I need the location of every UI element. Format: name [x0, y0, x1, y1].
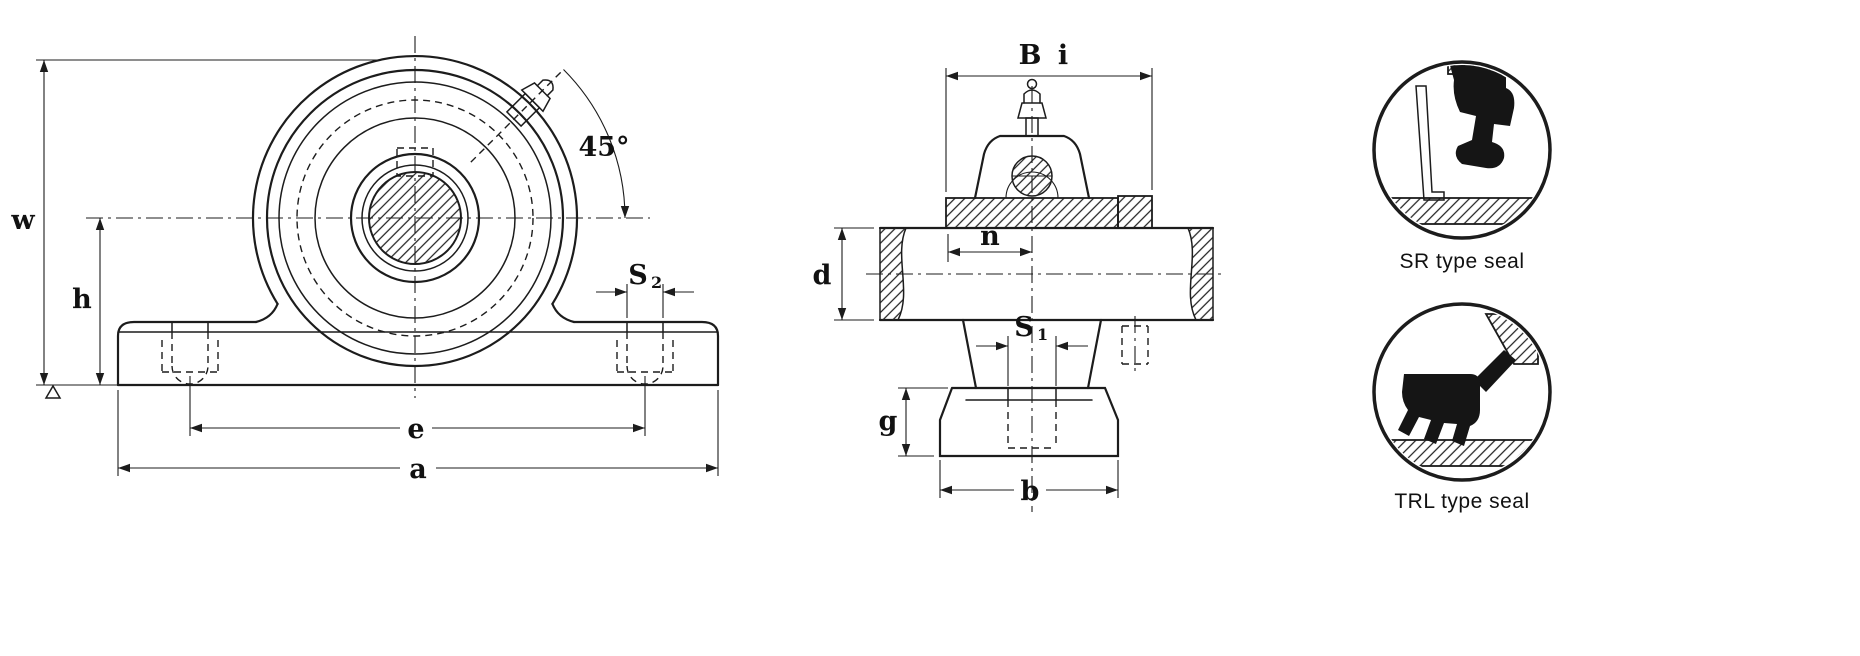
sr-seal-detail: SR type seal — [1372, 60, 1552, 273]
dimension-Bi: B i — [945, 40, 1153, 192]
angle-annotation: 45° — [563, 69, 630, 219]
dimension-e: e — [189, 376, 646, 445]
dimension-g: g — [879, 387, 948, 457]
grease-fitting — [469, 71, 562, 164]
sr-seal-section — [1377, 65, 1547, 225]
housing-base — [116, 320, 720, 387]
bearing-section — [945, 134, 1153, 229]
datum-symbol — [44, 384, 62, 399]
seal-details: SR type seal TRL type seal — [1372, 60, 1552, 513]
trl-seal-detail: TRL type seal — [1372, 302, 1552, 513]
bolt-slot-left — [161, 321, 219, 385]
dim-label-e: e — [407, 414, 424, 445]
dimension-w: w — [10, 59, 380, 386]
angle-label: 45° — [578, 132, 629, 163]
dimension-a: a — [117, 390, 719, 485]
dimension-s2: S 2 — [596, 260, 694, 318]
dim-label-w: w — [10, 205, 35, 236]
side-view: B i n d S 1 g — [813, 40, 1226, 512]
block-body-side — [938, 318, 1120, 458]
dim-label-n: n — [980, 221, 1000, 252]
housing-body — [251, 54, 579, 368]
setscrew-hidden-hole — [1121, 316, 1149, 374]
dimension-n: n — [947, 221, 1032, 262]
dim-label-s1-sub: 1 — [1037, 325, 1048, 344]
dim-label-i: i — [1058, 40, 1068, 71]
dim-label-B: B — [1019, 40, 1042, 71]
sr-seal-label: SR type seal — [1399, 250, 1524, 273]
dim-label-g: g — [879, 406, 898, 437]
dim-label-h: h — [72, 284, 92, 315]
dimension-b: b — [939, 460, 1119, 507]
bolt-slot-right — [616, 321, 674, 385]
dimension-d: d — [813, 227, 874, 321]
dim-label-s2: S — [628, 260, 648, 291]
dim-label-s1: S — [1014, 312, 1034, 343]
dimension-s1: S 1 — [976, 312, 1088, 386]
dim-label-a: a — [409, 454, 427, 485]
dim-label-d: d — [813, 260, 832, 291]
dim-label-b: b — [1021, 476, 1040, 507]
trl-seal-label: TRL type seal — [1394, 490, 1529, 513]
front-view: w h e a S 2 — [10, 36, 720, 485]
dim-label-s2-sub: 2 — [651, 273, 662, 292]
dimension-h: h — [72, 218, 105, 385]
